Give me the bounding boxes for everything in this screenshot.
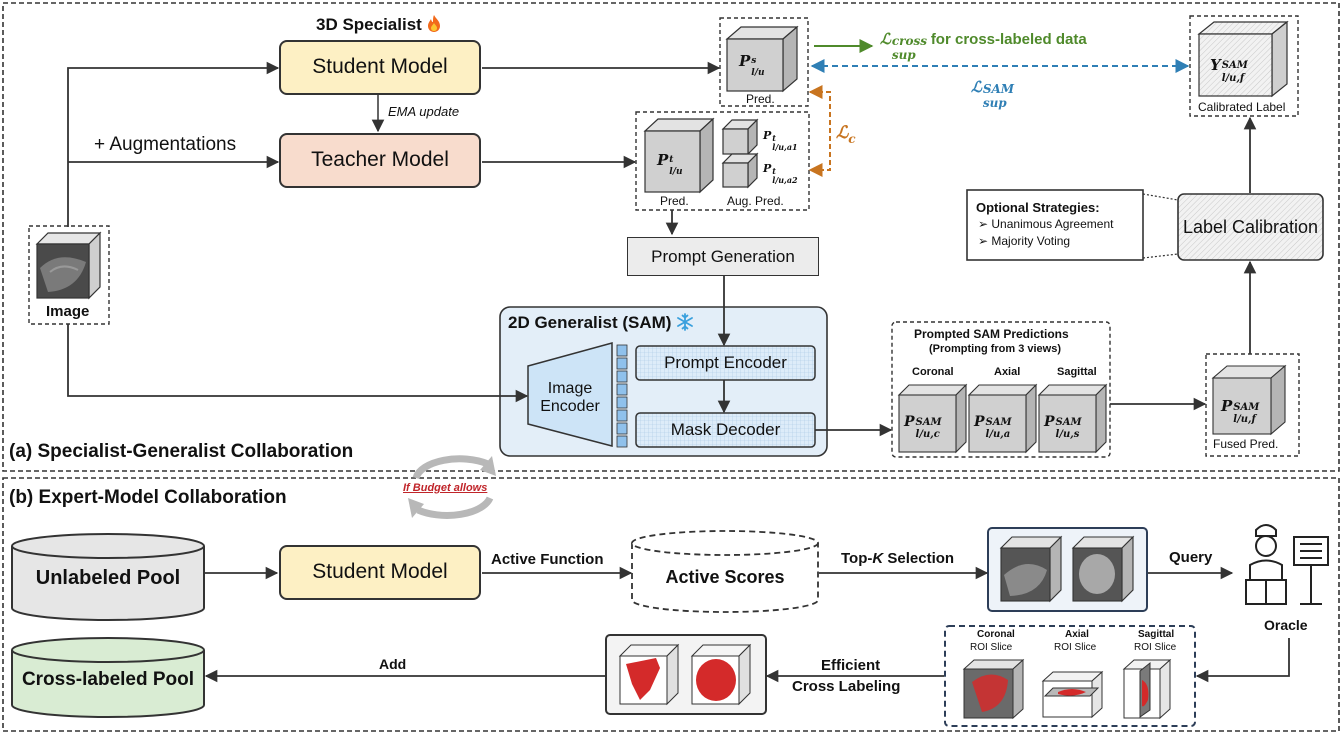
add-label: Add [379, 656, 407, 672]
query-label: Query [1169, 549, 1213, 566]
strategy-item: ➢ Unanimous Agreement [978, 217, 1114, 231]
aug-pred-label: Aug. Pred. [727, 194, 784, 208]
roi-slices [944, 625, 1196, 727]
strategies-title: Optional Strategies: [976, 200, 1100, 215]
calibrated-label-cube [1189, 15, 1299, 117]
unlabeled-pool[interactable]: Unlabeled Pool [35, 566, 181, 589]
ema-update-label: EMA update [388, 104, 460, 119]
view-name-coronal: Coronal [912, 366, 954, 378]
roi-name-axial: Axial [1065, 629, 1089, 640]
image-cube [28, 225, 110, 325]
active-function-label: Active Function [491, 551, 604, 568]
sam-title: 2D Generalist (SAM) [508, 313, 694, 331]
strategies-shape [966, 189, 1144, 261]
cross-labeled-pool[interactable]: Cross-labeled Pool [21, 669, 195, 691]
cycle-icon [408, 455, 496, 519]
panel-b-title: (b) Expert-Model Collaboration [9, 487, 287, 508]
student-pred-label: Pred. [746, 92, 775, 106]
label-calibration-shape [1177, 193, 1324, 261]
strategy-item: ➢ Majority Voting [978, 234, 1071, 248]
cross-labeling-label: Cross Labeling [792, 678, 901, 695]
panel-a-frame [2, 2, 1340, 472]
student-pred-cube [719, 17, 809, 107]
student-model-box[interactable]: Student Model [279, 40, 481, 95]
panel-b-frame [2, 477, 1340, 732]
cross-pool-cylinder [11, 637, 205, 718]
active-scores[interactable]: Active Scores [665, 566, 785, 587]
image-label: Image [46, 303, 90, 320]
prompted-title: Prompted SAM Predictions [914, 327, 1069, 341]
panel-a-title: (a) Specialist-Generalist Collaboration [9, 441, 354, 462]
prompt-encoder-box[interactable]: Prompt Encoder [664, 353, 787, 373]
topk-label: Top-K Selection [841, 550, 955, 567]
unlabeled-pool-cylinder [11, 533, 205, 621]
active-scores-cylinder [631, 530, 819, 613]
oracle-label: Oracle [1264, 617, 1308, 633]
specialist-title: 3D Specialist [316, 15, 441, 33]
teacher-model-box[interactable]: Teacher Model [279, 133, 481, 188]
efficient-label: Efficient [821, 657, 881, 674]
fused-pred-label: Fused Pred. [1213, 437, 1279, 451]
roi-label-sagittal: ROI Slice [1134, 642, 1177, 653]
roi-name-coronal: Coronal [977, 629, 1015, 640]
prompted-sam-cubes [891, 321, 1111, 458]
view-name-axial: Axial [994, 366, 1021, 378]
augmentations-label: + Augmentations [94, 134, 237, 155]
image-encoder-shape [527, 342, 613, 447]
masked-volumes [605, 634, 767, 715]
roi-name-sagittal: Sagittal [1138, 629, 1175, 640]
roi-label-axial: ROI Slice [1054, 642, 1097, 653]
mask-decoder-box[interactable]: Mask Decoder [670, 420, 781, 440]
prompt-generation-box[interactable]: Prompt Generation [627, 237, 819, 276]
roi-label-coronal: ROI Slice [970, 642, 1013, 653]
label-calibration-box[interactable]: Label Calibration [1182, 216, 1319, 237]
consistency-loss-label: ℒc [836, 123, 856, 146]
teacher-pred-label: Pred. [660, 194, 689, 208]
fused-pred-cube [1205, 353, 1300, 457]
budget-label: If Budget allows [403, 482, 488, 494]
selected-volumes [987, 527, 1148, 612]
calibrated-label-text: Calibrated Label [1198, 100, 1286, 114]
oracle-doctor-icon [1245, 524, 1329, 605]
fire-icon [427, 15, 440, 32]
image-encoder-box[interactable]: Image Encoder [540, 379, 600, 415]
student-model-box-b[interactable]: Student Model [279, 545, 481, 600]
prompted-subtitle: (Prompting from 3 views) [929, 343, 1062, 355]
view-name-sagittal: Sagittal [1057, 366, 1097, 378]
token-column [616, 344, 628, 448]
snowflake-icon [677, 313, 694, 331]
